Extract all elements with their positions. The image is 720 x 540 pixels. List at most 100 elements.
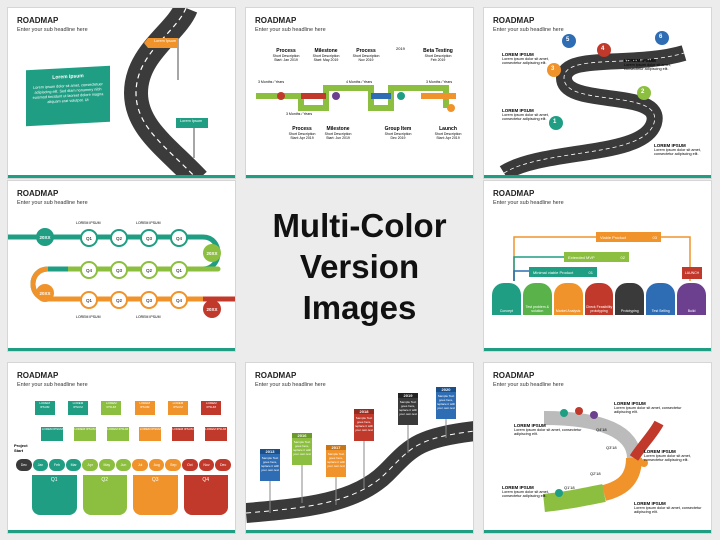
- lorem-block: LOREM IPSUM Lorem ipsum dolor sit amet, …: [502, 485, 562, 498]
- slide-accent-bar: [484, 175, 711, 178]
- bottom-item-desc: Short Description: [384, 132, 412, 136]
- quarter-block: Q3: [133, 475, 178, 515]
- lorem-heading: LOREM IPSUM: [654, 143, 686, 148]
- month-dot: Dec: [215, 459, 231, 471]
- slide-subtitle: Enter your sub headline here: [493, 27, 564, 33]
- lorem-heading: LOREM IPSUM: [614, 401, 646, 406]
- quarter-circle: Q4: [80, 261, 98, 279]
- bottom-item-date: Start: Apr 2019: [290, 136, 314, 140]
- month-dot: Mar: [65, 459, 82, 471]
- quarter-circle: Q4: [170, 291, 188, 309]
- launch-label: LAUNCH: [684, 271, 700, 275]
- top-item: Process Short Description Nov 2019: [346, 48, 386, 62]
- top-item-title: Process: [356, 48, 376, 54]
- slide-accent-bar: [484, 348, 711, 351]
- stage-tile: Prototyping: [615, 283, 645, 315]
- thumbnail-roadmap-product-stages[interactable]: ROADMAP Enter your sub headline here Via…: [483, 180, 712, 352]
- duration-label: 3 Months / Years: [286, 112, 313, 116]
- lorem-cards-top: LOREM IPSUM LOREM IPSUM LOREM IPSUM LORE…: [28, 401, 228, 415]
- lorem-block: LOREM IPSUM Lorem ipsum dolor sit amet, …: [644, 449, 710, 462]
- stage-tile: Test Selling: [646, 283, 676, 315]
- lorem-card: LOREM IPSUM: [101, 401, 122, 415]
- stage-bar-num: 02: [620, 254, 625, 260]
- slide-accent-bar: [8, 348, 235, 351]
- thumbnail-roadmap-timeline-pipes[interactable]: ROADMAP Enter your sub headline here Pro…: [245, 7, 474, 179]
- lorem-heading: LOREM IPSUM: [502, 108, 534, 113]
- year-card: 2018 Sample Text goes here, replace it w…: [354, 409, 374, 441]
- quarter-circle: Q3: [110, 261, 128, 279]
- lorem-card: LOREM IPSUM: [167, 401, 188, 415]
- year-card-text: Sample Text goes here, replace it with y…: [292, 440, 312, 456]
- lorem-card: LOREM IPSUM: [106, 427, 129, 441]
- stage-tiles: Concept Test problem & solution Market A…: [492, 283, 707, 315]
- stage-tile-label: Concept: [499, 309, 513, 313]
- thumbnail-roadmap-road-flags[interactable]: ROADMAP Enter your sub headline here Lor…: [7, 7, 236, 179]
- slide-title: ROADMAP: [493, 16, 535, 25]
- duration-label: 4 Months / Years: [346, 80, 373, 84]
- thumbnail-roadmap-spiral[interactable]: ROADMAP Enter your sub headline here Q1'…: [483, 362, 712, 534]
- slide-accent-bar: [484, 530, 711, 533]
- year-card-text: Sample Text goes here, replace it with y…: [260, 456, 280, 472]
- year-card-year: 2013: [260, 449, 280, 454]
- lorem-heading: LOREM IPSUM: [502, 52, 534, 57]
- lorem-heading: LOREM IPSUM: [502, 485, 534, 490]
- stage-tile-label: Test Selling: [651, 309, 670, 313]
- duration-label: 3 Months / Years: [426, 80, 453, 84]
- slide-title: ROADMAP: [17, 189, 59, 198]
- top-item: Milestone Short Description Start: May 2…: [306, 48, 346, 62]
- bottom-item: Group Item Short Description Dec 2019: [376, 126, 420, 140]
- year-card-year: 2019: [398, 393, 418, 398]
- top-item: Process Short Description Start: Jan 201…: [266, 48, 306, 62]
- thumbnail-roadmap-road-years[interactable]: ROADMAP Enter your sub headline here 201…: [245, 362, 474, 534]
- quarter-label: Q2'18: [590, 471, 601, 476]
- thumbnail-roadmap-months[interactable]: ROADMAP Enter your sub headline here Pro…: [7, 362, 236, 534]
- top-item-desc: Short Description: [352, 54, 380, 58]
- year-badge: 20XX: [203, 244, 221, 262]
- lorem-card: LOREM IPSUM: [41, 427, 64, 441]
- slide-title: ROADMAP: [255, 371, 297, 380]
- lorem-text: Lorem ipsum dolor sit amet, consectetur …: [502, 490, 549, 498]
- quarter-label: Q3'18: [606, 445, 617, 450]
- quarter-circle: Q2: [110, 229, 128, 247]
- lorem-block: LOREM IPSUM Lorem ipsum dolor sit amet, …: [634, 501, 706, 514]
- month-dot: Oct: [182, 459, 198, 471]
- top-item-date: Start: May 2019: [313, 58, 339, 62]
- quarter-label: LOREM IPSUM: [76, 315, 101, 319]
- lorem-text: Lorem ipsum dolor sit amet, consectetur …: [654, 148, 701, 156]
- month-dot: Aug: [148, 459, 165, 471]
- year-card-text: Sample Text goes here, replace it with y…: [326, 452, 346, 468]
- year-card: 2016 Sample Text goes here, replace it w…: [292, 433, 312, 465]
- duration-label: 3 Months / Years: [258, 80, 285, 84]
- stage-tile-label: Test problem & solution: [525, 305, 549, 313]
- title-line-1: Multi-Color: [272, 206, 447, 244]
- thumbnail-roadmap-curvy-road[interactable]: ROADMAP Enter your sub headline here 1 2…: [483, 7, 712, 179]
- thumbnail-roadmap-quarters[interactable]: ROADMAP Enter your sub headline here 20X…: [7, 180, 236, 352]
- lorem-card: LOREM IPSUM: [73, 427, 96, 441]
- stage-tile: Check Feasibility prototyping: [584, 283, 614, 315]
- stage-tile: Market Analysis: [553, 283, 583, 315]
- slide-title: ROADMAP: [255, 16, 297, 25]
- multi-color-title: Multi-Color Version Images: [245, 180, 474, 352]
- year-label: 2019: [396, 46, 405, 51]
- top-item: Beta Testing Short Description Feb 2019: [416, 48, 460, 62]
- stage-bar-label: Viable Product: [600, 234, 626, 240]
- year-card: 2019 Sample Text goes here, replace it w…: [398, 393, 418, 425]
- slide-title: ROADMAP: [17, 16, 59, 25]
- bottom-item-title: Launch: [439, 126, 457, 132]
- spiral-road: [543, 407, 664, 512]
- curvy-road: [499, 31, 687, 178]
- bottom-item-desc: Short Description: [324, 132, 352, 136]
- quarter-circle: Q1: [80, 229, 98, 247]
- slide-title: ROADMAP: [17, 371, 59, 380]
- lorem-block: LOREM IPSUM Lorem ipsum dolor sit amet, …: [502, 108, 557, 121]
- flag-label-1: Lorem Ipsum: [154, 39, 177, 43]
- year-card-year: 2018: [354, 409, 374, 414]
- road-graphic: [123, 8, 208, 178]
- lorem-card: LOREM IPSUM: [67, 401, 88, 415]
- pin-label: 5: [566, 37, 570, 43]
- slide-subtitle: Enter your sub headline here: [17, 27, 88, 33]
- quarter-block-label: Q1: [50, 477, 58, 483]
